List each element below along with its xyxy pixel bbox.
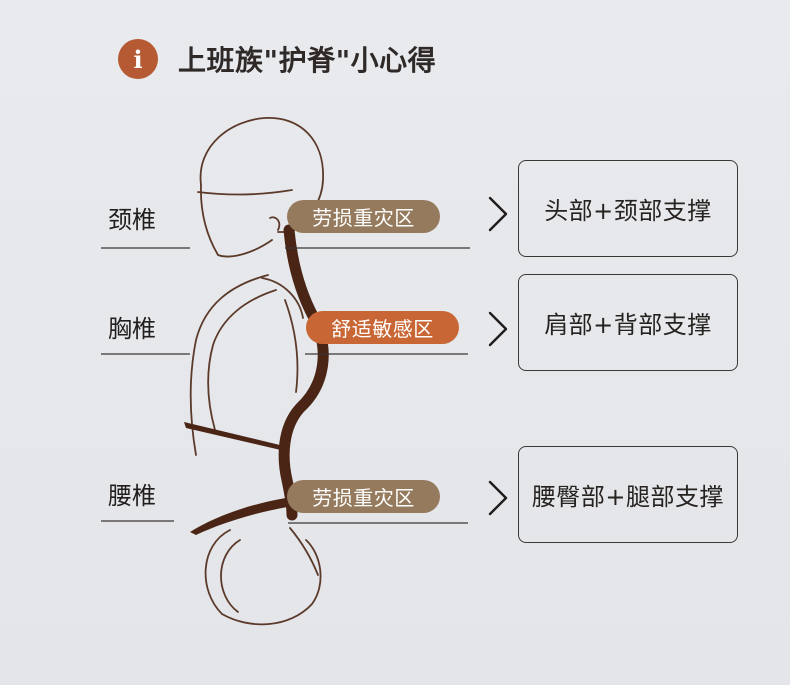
- zone-badge-lumbar: 劳损重灾区: [287, 480, 440, 513]
- zone-badge-neck: 劳损重灾区: [287, 200, 440, 233]
- hip-outline: [204, 529, 322, 626]
- support-box-lumbar: 腰臀部+腿部支撑: [518, 446, 738, 543]
- hat-brim: [197, 189, 293, 196]
- support-label-lumbar: 腰臀部+腿部支撑: [531, 483, 725, 511]
- chevron-right-icon: [488, 480, 508, 516]
- face-outline: [200, 184, 273, 258]
- chair-backrest: [184, 422, 285, 451]
- back-inner: [207, 289, 277, 431]
- back-outline: [189, 274, 269, 456]
- seat-line: [289, 527, 319, 576]
- chevron-right-icon: [488, 196, 508, 232]
- chevron-right-icon: [488, 311, 508, 347]
- support-box-neck: 头部+颈部支撑: [518, 160, 738, 257]
- page-title: 上班族"护脊"小心得: [178, 44, 437, 77]
- support-label-chest: 肩部+背部支撑: [544, 311, 712, 339]
- header: i 上班族"护脊"小心得: [118, 38, 436, 80]
- shoulder-curve: [261, 277, 304, 319]
- support-box-chest: 肩部+背部支撑: [518, 274, 738, 371]
- zone-badge-chest: 舒适敏感区: [306, 311, 459, 344]
- support-label-neck: 头部+颈部支撑: [544, 197, 712, 225]
- ear: [269, 216, 281, 231]
- vertebra-label-lumbar: 腰椎: [108, 482, 156, 510]
- vertebra-label-chest: 胸椎: [108, 315, 156, 343]
- info-icon: i: [118, 39, 158, 79]
- spine-curve: [278, 224, 329, 521]
- vertebra-label-neck: 颈椎: [108, 206, 156, 234]
- arm-outline: [284, 299, 299, 393]
- hip-inner: [220, 539, 241, 613]
